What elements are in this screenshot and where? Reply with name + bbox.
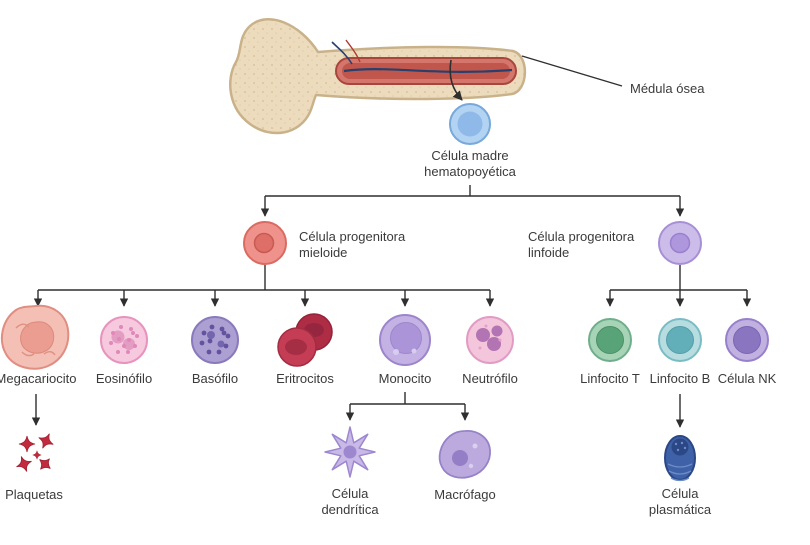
lymphoid-progenitor-cell (658, 221, 702, 265)
label-megakaryocyte: Megacariocito (0, 371, 77, 386)
megakaryocyte-cell (0, 304, 70, 370)
stem-cell (449, 103, 491, 145)
t-lymphocyte-cell (588, 318, 632, 362)
label-stem-cell: Célula madre hematopoyética (424, 148, 516, 179)
label-dendritic-cell: Célula dendrítica (321, 486, 379, 517)
label-plasma-cell: Célula plasmática (648, 486, 712, 517)
erythrocytes-cell (277, 313, 333, 367)
label-bone-marrow: Médula ósea (630, 81, 705, 96)
bone-marrow-pointer-line (521, 55, 623, 87)
label-t-lymphocyte: Linfocito T (580, 371, 640, 386)
label-nk-cell: Célula NK (717, 371, 777, 386)
label-myeloid-progenitor: Célula progenitora mieloide (299, 229, 406, 260)
eosinophil-cell (100, 316, 148, 364)
plasma-cell (664, 435, 696, 482)
blood-vessel-line (343, 68, 513, 73)
label-neutrophil: Neutrófilo (462, 371, 518, 386)
bone-to-stem-arrow (449, 59, 463, 101)
basophil-cell (191, 316, 239, 364)
neutrophil-cell (466, 316, 514, 364)
dendritic-cell (324, 426, 376, 478)
myeloid-progenitor-cell (243, 221, 287, 265)
tree-connectors (31, 185, 752, 428)
bone-illustration (229, 18, 527, 135)
label-b-lymphocyte: Linfocito B (649, 371, 711, 386)
platelets-illustration (16, 433, 54, 472)
label-basophil: Basófilo (191, 371, 239, 386)
nk-cell (725, 318, 769, 362)
macrophage-cell (438, 430, 491, 479)
label-platelets: Plaquetas (5, 487, 63, 502)
label-monocyte: Monocito (378, 371, 432, 386)
label-erythrocytes: Eritrocitos (276, 371, 334, 386)
label-eosinophil: Eosinófilo (95, 371, 153, 386)
label-lymphoid-progenitor: Célula progenitora linfoide (528, 229, 635, 260)
b-lymphocyte-cell (658, 318, 702, 362)
label-macrophage: Macrófago (434, 487, 496, 502)
monocyte-cell (379, 314, 431, 366)
